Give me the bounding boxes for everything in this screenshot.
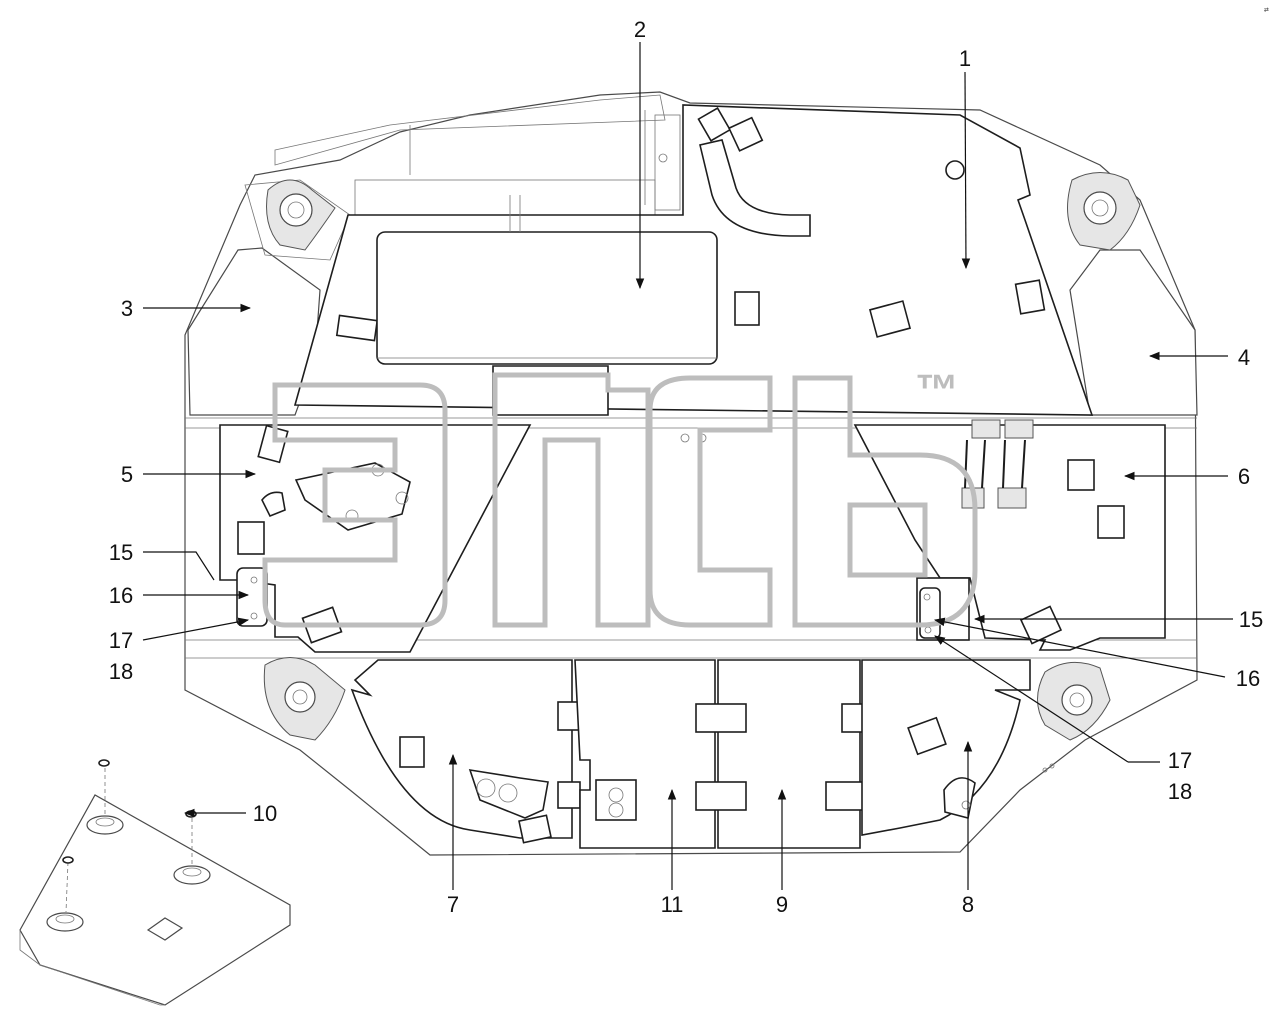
part-8-lower-right-mat xyxy=(861,659,1055,836)
lower-right-housing xyxy=(1037,661,1111,741)
callout-18-left: 18 xyxy=(109,659,133,684)
trademark-symbol: ™ xyxy=(915,366,959,415)
callout-5: 5 xyxy=(121,462,133,487)
callout-15-right: 15 xyxy=(1239,607,1263,632)
part-2-dash-block xyxy=(376,195,718,416)
callout-16-right: 16 xyxy=(1236,666,1260,691)
callout-3: 3 xyxy=(121,296,133,321)
callout-16-left: 16 xyxy=(109,583,133,608)
callout-9: 9 xyxy=(776,892,788,917)
callout-17-left: 17 xyxy=(109,628,133,653)
callout-1: 1 xyxy=(959,46,971,71)
part-11-9-center-mats xyxy=(574,659,893,849)
corner-mark: ⇄ xyxy=(1264,5,1269,14)
callout-6: 6 xyxy=(1238,464,1250,489)
callout-numbers: 1 2 3 4 5 6 7 8 9 10 11 15 16 17 18 15 1… xyxy=(109,17,1263,917)
upper-right-housing xyxy=(1067,172,1198,416)
callout-4: 4 xyxy=(1238,345,1250,370)
callout-15-left: 15 xyxy=(109,540,133,565)
callout-10: 10 xyxy=(253,801,277,826)
leader-lines xyxy=(142,42,1233,890)
upper-left-housing xyxy=(187,179,351,416)
callout-7: 7 xyxy=(447,892,459,917)
callout-8: 8 xyxy=(962,892,974,917)
part-7-lower-left-mat xyxy=(350,659,584,844)
part-10-subassembly xyxy=(19,759,291,1006)
watermark-logo: ™ xyxy=(262,366,978,628)
callout-2: 2 xyxy=(634,17,646,42)
callout-18-right: 18 xyxy=(1168,779,1192,804)
callout-11: 11 xyxy=(661,892,684,917)
callout-17-right: 17 xyxy=(1168,748,1192,773)
lower-left-housing xyxy=(263,657,346,741)
